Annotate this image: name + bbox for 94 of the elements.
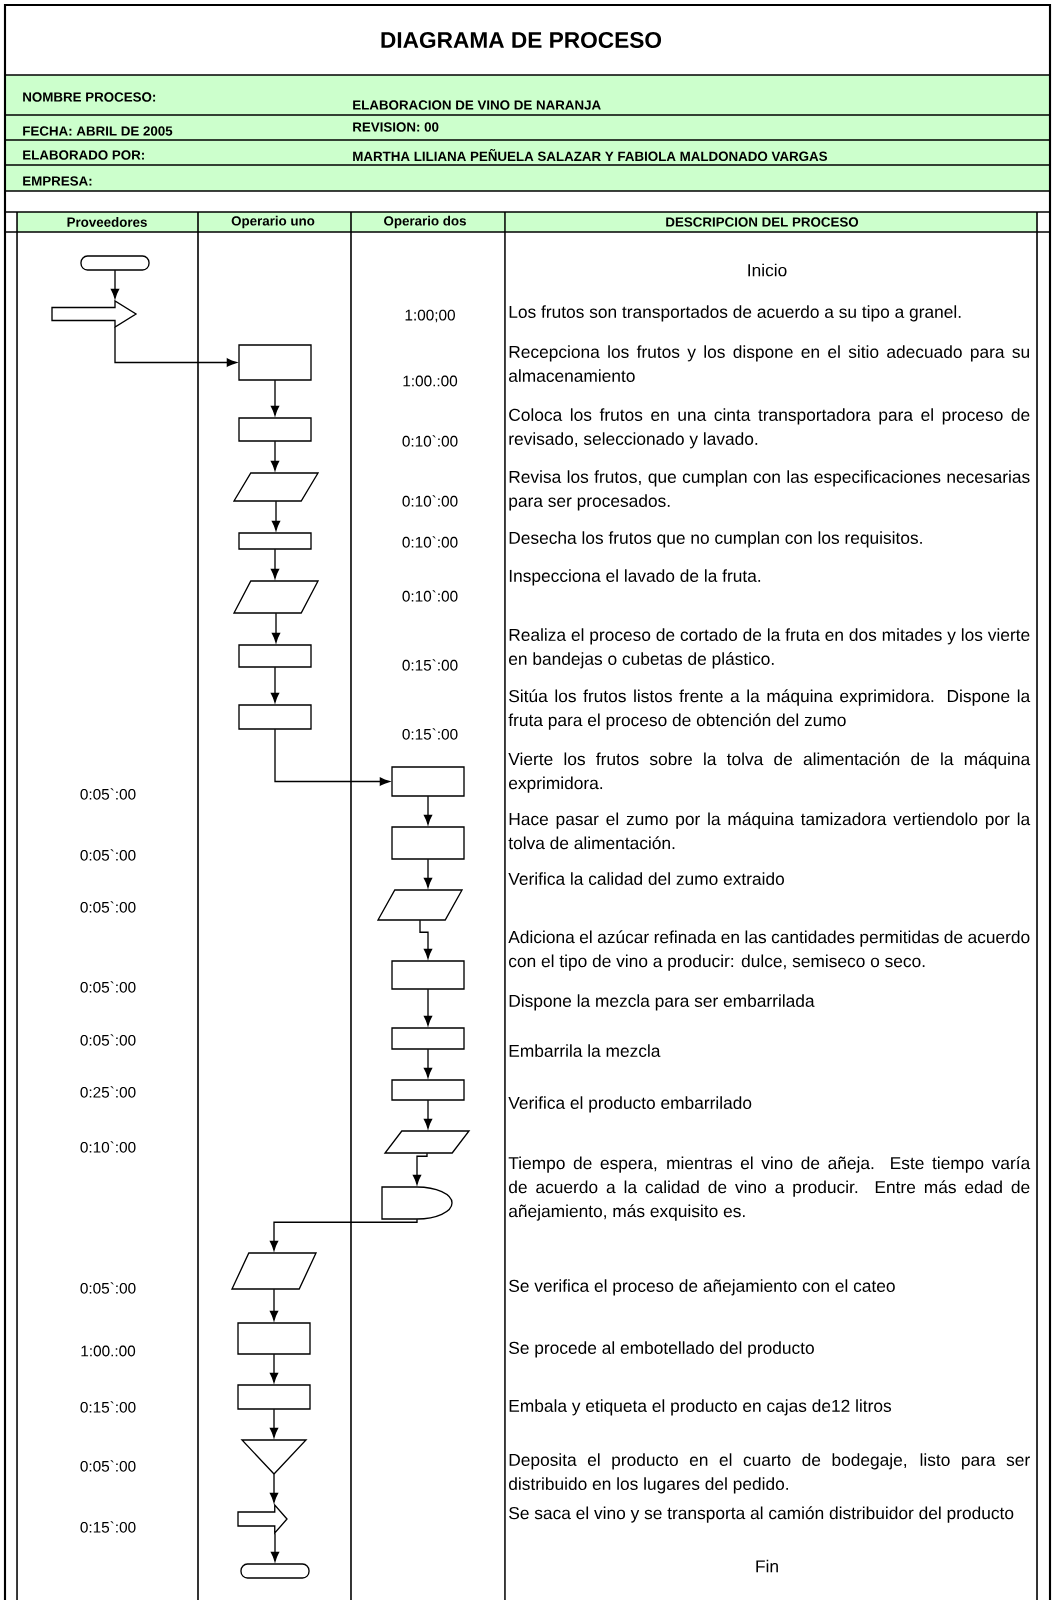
description-text: Inicio (748, 263, 787, 277)
time-label: 1:00.:00 (81, 1345, 136, 1357)
description-text: Sitúa los frutos listos frente a la máquina exprimidora. Dispone la fruta para el proceso de obtención del zumo (508, 689, 1031, 730)
time-label: 1:00;00 (405, 309, 455, 323)
time-label: 0:10`:00 (402, 495, 458, 507)
column-header: Operario dos (384, 215, 466, 229)
description-text: Realiza el proceso de cortado de la fruta en dos mitades y los vierte en bandejas o cubetas de plástico. (509, 628, 1030, 669)
process-box (391, 1079, 465, 1101)
process-box (238, 644, 312, 668)
header-label: EMPRESA: (23, 176, 92, 186)
block-arrow-shape (237, 1503, 288, 1535)
arrow (274, 728, 390, 786)
time-label: 0:15`:00 (402, 728, 458, 740)
arrow (423, 1048, 433, 1078)
arrow (110, 269, 120, 299)
process-box (238, 417, 312, 442)
arrow (269, 1218, 418, 1251)
description-text: Deposita el producto en el cuarto de bodegaje, listo para ser distribuido en los lugares del pedido. (509, 1453, 1030, 1494)
process-box (391, 826, 465, 860)
header-label: NOMBRE PROCESO: (23, 92, 156, 102)
description-text: Embarrila la mezcla (509, 1044, 661, 1057)
description-text: Recepciona los frutos y los dispone en el sitio adecuado para su almacenamiento (509, 345, 1029, 382)
arrow (270, 379, 280, 416)
arrow (423, 795, 433, 825)
time-label: 0:05`:00 (80, 1460, 136, 1472)
arrow (412, 1152, 428, 1185)
time-label: 0:05`:00 (80, 849, 136, 861)
description-text: Se procede al embotellado del producto (509, 1341, 814, 1358)
process-box (391, 1027, 465, 1050)
terminal-shape (80, 255, 150, 271)
description-text: Embala y etiqueta el producto en cajas de12 litros (509, 1399, 892, 1416)
description-text: Tiempo de espera, mientras el vino de añeja. Este tiempo varía de acuerdo a la calidad de vino a producir. Entre más edad de añejamiento, más exquisito es. (508, 1156, 1031, 1221)
description-text: Hace pasar el zumo por la máquina tamizadora vertiendolo por la tolva de alimentación. (508, 812, 1031, 850)
time-label: 0:10`:00 (80, 1141, 136, 1153)
arrow (423, 858, 433, 888)
process-box (238, 704, 312, 730)
time-label: 0:05`:00 (80, 901, 136, 913)
process-box (237, 1322, 311, 1355)
process-box (391, 960, 465, 990)
header-value: ELABORACION DE VINO DE NARANJA (353, 100, 601, 110)
description-text: Revisa los frutos, que cumplan con las especificaciones necesarias para ser procesados. (509, 470, 1030, 511)
description-text: Fin (756, 1559, 778, 1573)
header-label: REVISION: 00 (353, 122, 439, 132)
time-label: 0:05`:00 (80, 1034, 136, 1046)
time-label: 0:15`:00 (80, 1401, 136, 1413)
time-label: 0:05`:00 (80, 981, 136, 993)
arrow (423, 988, 433, 1026)
column-header: Operario uno (231, 215, 315, 229)
arrow (270, 666, 280, 703)
terminal-shape (240, 1563, 310, 1579)
arrow (270, 440, 280, 471)
header-label: ELABORADO POR: (23, 150, 144, 160)
arrow (270, 548, 280, 579)
description-text: Dispone la mezcla para ser embarrilada (509, 994, 815, 1011)
arrow (114, 326, 237, 367)
arrow (271, 612, 281, 643)
arrow (271, 500, 281, 531)
column-header: Proveedores (67, 217, 147, 227)
description-text: Vierte los frutos sobre la tolva de alimentación de la máquina exprimidora. (508, 752, 1031, 793)
process-box (238, 344, 312, 381)
time-label: 0:10`:00 (402, 590, 458, 602)
description-text: Adiciona el azúcar refinada en las cantidades permitidas de acuerdo con el tipo de vino a producir: dulce, semiseco o seco. (508, 930, 1030, 971)
arrow (269, 1473, 279, 1503)
arrow (423, 1099, 433, 1129)
time-label: 0:05`:00 (80, 788, 136, 800)
arrow (269, 1408, 279, 1438)
header-label: FECHA: ABRIL DE 2005 (23, 126, 173, 136)
time-label: 0:10`:00 (402, 435, 458, 447)
header-value: MARTHA LILIANA PEÑUELA SALAZAR Y FABIOLA MALDONADO VARGAS (353, 149, 828, 161)
time-label: 0:05`:00 (80, 1282, 136, 1294)
block-arrow-shape (51, 299, 138, 329)
description-text: Inspecciona el lavado de la fruta. (509, 569, 761, 586)
description-text: Desecha los frutos que no cumplan con los requisitos. (509, 531, 922, 548)
arrow (269, 1353, 279, 1383)
time-label: 0:15`:00 (80, 1521, 136, 1533)
description-text: Se verifica el proceso de añejamiento con el cateo (509, 1279, 895, 1296)
time-label: 0:15`:00 (402, 659, 458, 671)
delay-shape (381, 1186, 453, 1220)
process-box (391, 766, 465, 797)
process-box (237, 1384, 311, 1410)
description-text: Verifica el producto embarrilado (508, 1096, 752, 1113)
process-box (238, 532, 312, 550)
description-text: Se saca el vino y se transporta al camión distribuidor del producto (509, 1506, 1014, 1523)
description-text: Los frutos son transportados de acuerdo a su tipo a granel. (509, 305, 961, 322)
arrow (419, 919, 433, 959)
time-label: 1:00.:00 (403, 375, 458, 387)
arrow (269, 1288, 279, 1321)
time-label: 0:10`:00 (402, 536, 458, 548)
description-text: Verifica la calidad del zumo extraido (508, 872, 784, 885)
description-text: Coloca los frutos en una cinta transportadora para el proceso de revisado, seleccionado y lavado. (509, 408, 1030, 449)
column-header: DESCRIPCION DEL PROCESO (666, 217, 859, 227)
title: DIAGRAMA DE PROCESO (381, 32, 662, 49)
time-label: 0:25`:00 (80, 1086, 136, 1098)
arrow (270, 1532, 280, 1562)
